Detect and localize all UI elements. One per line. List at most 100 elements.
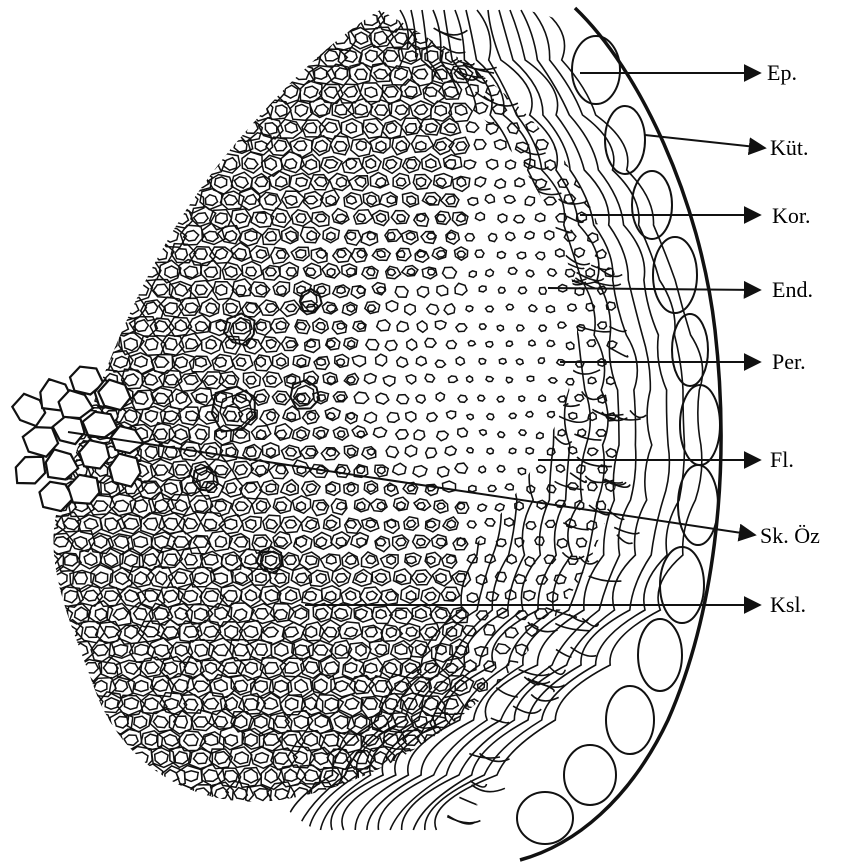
xylem-cell-lumen <box>104 86 119 97</box>
xylem-cell-lumen <box>366 159 376 169</box>
xylem-cell <box>66 170 94 192</box>
xylem-cell-lumen <box>578 718 586 725</box>
xylem-cell-lumen <box>115 789 129 800</box>
xylem-cell <box>376 393 389 404</box>
xylem-cell <box>506 341 512 346</box>
xylem-cell <box>138 7 163 29</box>
xylem-cell <box>38 46 64 67</box>
xylem-cell-lumen <box>153 716 168 728</box>
xylem-cell-lumen <box>164 518 178 530</box>
xylem-cell <box>77 333 104 356</box>
xylem-cell <box>280 300 300 316</box>
xylem-cell-lumen <box>216 393 226 403</box>
xylem-cell <box>269 61 294 82</box>
xylem-cell <box>515 611 528 620</box>
xylem-cell <box>417 321 427 332</box>
xylem-cell-lumen <box>304 15 318 26</box>
xylem-cell-lumen <box>84 51 99 61</box>
xylem-cell <box>518 468 525 475</box>
xylem-cell-lumen <box>145 411 157 422</box>
xylem-cell <box>515 644 528 655</box>
xylem-cell-lumen <box>304 733 317 746</box>
xylem-cell-lumen <box>45 733 58 745</box>
xylem-cell <box>464 160 476 169</box>
xylem-cell-lumen <box>295 104 308 116</box>
xylem-cell-lumen <box>35 679 49 691</box>
xylem-cell <box>436 393 444 402</box>
xylem-cell-lumen <box>204 14 218 26</box>
xylem-cell-lumen <box>335 214 346 222</box>
xylem-cell-lumen <box>125 231 139 241</box>
xylem-cell <box>515 178 525 187</box>
xylem-cell <box>98 153 123 173</box>
xylem-cell <box>31 745 56 768</box>
xylem-cell-lumen <box>414 69 428 79</box>
xylem-cell-lumen <box>256 250 266 258</box>
xylem-cell <box>77 767 105 787</box>
xylem-cell-lumen <box>327 376 335 383</box>
xylem-cell-lumen <box>264 627 279 637</box>
xylem-cell-lumen <box>387 520 396 528</box>
xylem-cell-lumen <box>374 69 388 79</box>
xylem-cell-lumen <box>105 770 118 783</box>
xylem-cell-lumen <box>124 410 137 423</box>
xylem-cell-lumen <box>356 573 367 583</box>
xylem-cell <box>59 153 83 174</box>
xylem-cell-lumen <box>44 698 59 710</box>
xylem-cell-lumen <box>64 194 78 207</box>
xylem-cell <box>544 197 556 205</box>
xylem-cell-lumen <box>337 250 346 258</box>
xylem-cell-lumen <box>276 502 287 511</box>
xylem-cell-lumen <box>427 233 436 239</box>
xylem-cell-lumen <box>315 177 327 187</box>
xylem-cell-lumen <box>435 105 447 115</box>
xylem-cell <box>188 100 211 124</box>
xylem-cell-lumen <box>538 755 546 761</box>
xylem-cell-lumen <box>406 124 417 133</box>
xylem-cell-lumen <box>175 320 187 331</box>
xylem-cell <box>480 430 487 436</box>
xylem-cell <box>558 396 566 402</box>
xylem-cell-lumen <box>55 321 69 332</box>
xylem-cell-lumen <box>215 33 228 44</box>
xylem-cell-lumen <box>195 177 209 188</box>
xylem-cell <box>88 27 113 50</box>
xylem-cell <box>545 160 556 170</box>
xylem-cell-lumen <box>297 430 307 439</box>
xylem-cell <box>320 620 341 642</box>
xylem-cell <box>29 605 56 627</box>
xylem-cell <box>41 153 66 177</box>
xylem-cell <box>406 412 416 422</box>
epidermis-cell <box>605 106 645 174</box>
xylem-cell-lumen <box>366 520 376 528</box>
xylem-cell-lumen <box>225 231 237 242</box>
xylem-cell-lumen <box>34 608 47 620</box>
xylem-cell-lumen <box>386 591 397 600</box>
xylem-cell-lumen <box>54 789 69 800</box>
xylem-cell <box>588 448 598 456</box>
xylem-cell-lumen <box>233 32 247 43</box>
xylem-cell <box>91 62 114 86</box>
xylem-cell-lumen <box>407 520 416 528</box>
xylem-cell <box>506 232 515 240</box>
xylem-cell-lumen <box>125 698 139 710</box>
xylem-cell-lumen <box>174 536 189 547</box>
epidermis-cell <box>564 745 616 805</box>
xylem-cell-lumen <box>175 104 187 116</box>
xylem-cell-lumen <box>295 645 308 656</box>
xylem-cell-lumen <box>155 500 169 512</box>
xylem-cell <box>99 297 125 320</box>
xylem-cell <box>128 209 153 228</box>
xylem-cell-lumen <box>296 537 307 547</box>
xylem-cell <box>455 283 467 295</box>
xylem-cell-lumen <box>387 232 395 240</box>
xylem-cell-lumen <box>143 770 158 782</box>
xylem-cell-lumen <box>296 323 306 330</box>
xylem-cell <box>140 225 164 249</box>
xylem-cell-lumen <box>175 465 188 475</box>
xylem-cell-lumen <box>54 717 67 729</box>
xylem-cell-lumen <box>245 195 257 205</box>
xylem-cell-lumen <box>396 538 406 546</box>
xylem-cell-lumen <box>355 32 367 44</box>
xylem-cell-lumen <box>105 231 118 242</box>
